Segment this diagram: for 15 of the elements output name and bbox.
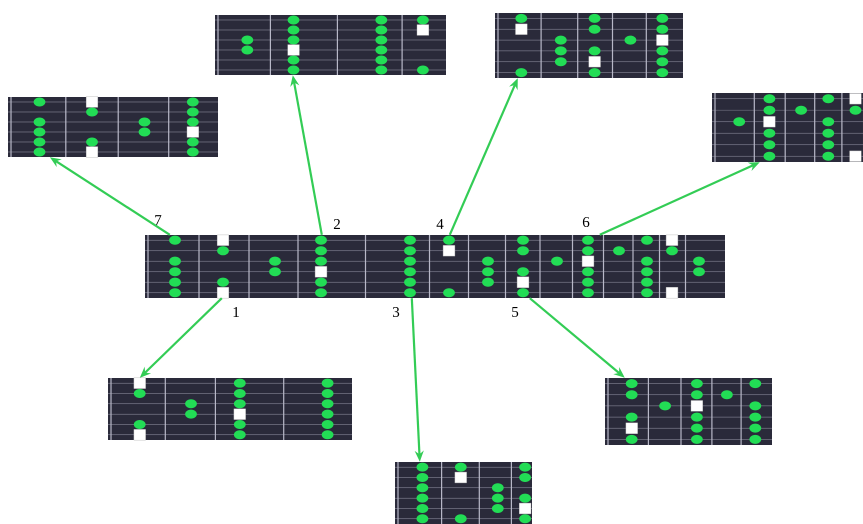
edge-label: 2 — [334, 219, 340, 229]
fretboard-drawing — [144, 234, 726, 298]
edge-label: 6 — [582, 216, 590, 228]
fretboard-drawing — [214, 15, 446, 75]
fretboard-drawing — [394, 462, 532, 524]
edge-label: 3 — [392, 306, 400, 318]
edge-label: 7 — [155, 215, 162, 225]
fretboard-drawing — [8, 96, 218, 158]
fretboard-drawing — [604, 378, 772, 445]
edge-label: 1 — [234, 307, 239, 317]
fretboard-drawing — [108, 378, 352, 440]
fretboard-drawing — [494, 13, 684, 78]
edge-label: 4 — [436, 219, 444, 229]
edge-label: 5 — [512, 307, 518, 317]
fretboard-drawing — [712, 93, 863, 162]
